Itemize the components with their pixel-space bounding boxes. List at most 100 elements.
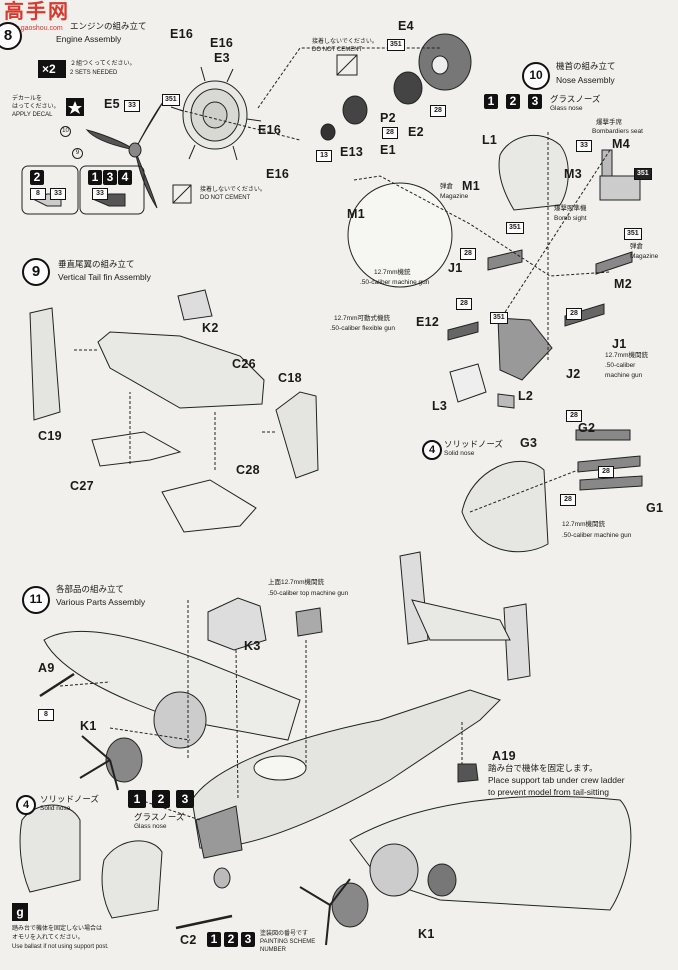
- step11-glass-3: 3: [176, 790, 194, 808]
- variant-box-b: [79, 165, 145, 215]
- part-M4: M4: [612, 137, 630, 151]
- bombseat-en: Bombardiers seat: [592, 128, 643, 135]
- nose-assembly-drawing: [347, 132, 641, 409]
- step11-solid-jp: ソリッドノーズ: [40, 794, 99, 804]
- watermark-logo: 高手网: [4, 1, 70, 23]
- magazine-en: Magazine: [440, 193, 469, 200]
- step11-solid-en: Solid nose: [40, 805, 71, 812]
- part-E16-a: E16: [170, 27, 194, 41]
- part-E5: E5: [104, 97, 120, 111]
- paint-33-variant-b: 33: [92, 188, 108, 200]
- paint-28-e12: 28: [456, 298, 472, 310]
- support-en2: to prevent model from tail-sitting: [488, 787, 609, 797]
- solid-mg-en: .50-caliber machine gun: [562, 532, 632, 539]
- part-L3: L3: [432, 399, 448, 413]
- bombseat-jp: 爆撃手席: [596, 119, 622, 126]
- part-E16-c: E16: [258, 123, 282, 137]
- part-M1-b: M1: [347, 207, 365, 221]
- part-A9: A9: [38, 661, 55, 675]
- paint-351-l: 351: [490, 312, 508, 324]
- step8-qty: ×2: [42, 62, 56, 76]
- part-J1-b: J1: [612, 337, 627, 351]
- flex-gun-en: .50-caliber flexible gun: [330, 325, 396, 332]
- watermark-url: www.gaoshou.com: [4, 25, 63, 32]
- solid-nose-drawing: [461, 429, 643, 553]
- support-en1: Place support tab under crew ladder: [488, 775, 625, 785]
- part-M3: M3: [564, 167, 582, 181]
- scheme-3: 3: [241, 932, 255, 947]
- nose-variant-3: 3: [528, 94, 542, 109]
- paint-8-a9: 8: [38, 709, 54, 721]
- magazine2-en: Magazine: [630, 253, 659, 260]
- part-C2: C2: [180, 933, 197, 947]
- part-L1: L1: [482, 133, 498, 147]
- ballast-en: Use ballast if not using support post.: [12, 944, 109, 950]
- bombsight-en: Bomb sight: [554, 215, 587, 222]
- scheme-2: 2: [224, 932, 238, 947]
- mg2-jp: 12.7mm機関銃: [605, 352, 648, 359]
- solid-mg-jp: 12.7mm機関銃: [562, 521, 605, 528]
- part-G2: G2: [578, 421, 596, 435]
- qty-box: [38, 60, 66, 78]
- no-cement2-jp: 接着しないでください。: [200, 187, 266, 193]
- tail-fin-drawing: [29, 289, 319, 533]
- paint-33-e5: 33: [124, 100, 140, 112]
- magazine-jp: 弾倉: [440, 183, 453, 190]
- no-cement-jp: 接着しないでください。: [312, 39, 378, 45]
- part-K1-b: K1: [418, 927, 435, 941]
- step11-number: 11: [22, 586, 50, 614]
- step8-qty-en: 2 SETS NEEDED: [70, 70, 118, 76]
- mg2-en2: machine gun: [605, 372, 643, 379]
- paint-8-variant-a: 8: [30, 188, 46, 200]
- part-G3: G3: [520, 436, 538, 450]
- part-J2: J2: [566, 367, 581, 381]
- step8-title-jp: エンジンの組み立て: [70, 21, 147, 31]
- paint-28-g1: 28: [598, 466, 614, 478]
- variant-box-a: [21, 165, 79, 215]
- no-cement-en: DO NOT CEMENT: [312, 47, 363, 53]
- part-C27: C27: [70, 479, 94, 493]
- paint-351-m2: 351: [624, 228, 642, 240]
- nose-variant-2: 2: [506, 94, 520, 109]
- part-M2: M2: [614, 277, 632, 291]
- step8-qty-jp: ２組つくってください。: [70, 61, 136, 67]
- part-E12: E12: [416, 315, 440, 329]
- paint-33-variant-a: 33: [50, 188, 66, 200]
- part-A19: A19: [492, 749, 516, 763]
- decal-num-9: 9: [72, 148, 83, 159]
- step9-number: 9: [22, 258, 50, 286]
- solid-nose-number: 4: [422, 440, 442, 460]
- paint-351-m3: 351: [634, 168, 652, 180]
- part-G1: G1: [646, 501, 664, 515]
- part-J1-a: J1: [448, 261, 463, 275]
- step8-title-en: Engine Assembly: [56, 34, 122, 44]
- part-P2: P2: [380, 111, 396, 125]
- part-K2: K2: [202, 321, 219, 335]
- engine-cowling-parts: [320, 33, 472, 141]
- bombsight-jp: 爆撃照準機: [554, 205, 587, 212]
- step11-glass-2: 2: [152, 790, 170, 808]
- decal-jp1: デカールを: [12, 96, 43, 102]
- paint-351-b: 351: [387, 39, 405, 51]
- glass-nose-jp: グラスノーズ: [550, 94, 601, 104]
- paint-351-m1: 351: [506, 222, 524, 234]
- scheme-1: 1: [207, 932, 221, 947]
- decal-num-10: 10: [60, 126, 71, 137]
- solid-nose-en: Solid nose: [444, 450, 475, 457]
- paint-13: 13: [316, 150, 332, 162]
- solid-nose-jp: ソリッドノーズ: [444, 439, 503, 449]
- ballast-jp1: 踏み台で機体を固定しない場合は: [12, 926, 103, 932]
- part-K3: K3: [244, 639, 261, 653]
- scheme-en1: PAINTING SCHEME: [260, 939, 316, 945]
- step10-title-en: Nose Assembly: [556, 75, 615, 85]
- part-M1-a: M1: [462, 179, 480, 193]
- part-E16-d: E16: [266, 167, 290, 181]
- part-C18: C18: [278, 371, 302, 385]
- part-C28: C28: [236, 463, 260, 477]
- part-E16-b: E16: [210, 36, 234, 50]
- paint-28-b: 28: [382, 127, 398, 139]
- paint-33-m4: 33: [576, 140, 592, 152]
- ballast-jp2: オモリを入れてください。: [12, 935, 84, 941]
- scheme-jp: 塗装図の番号です: [260, 931, 309, 937]
- step8-number: 8: [0, 22, 22, 50]
